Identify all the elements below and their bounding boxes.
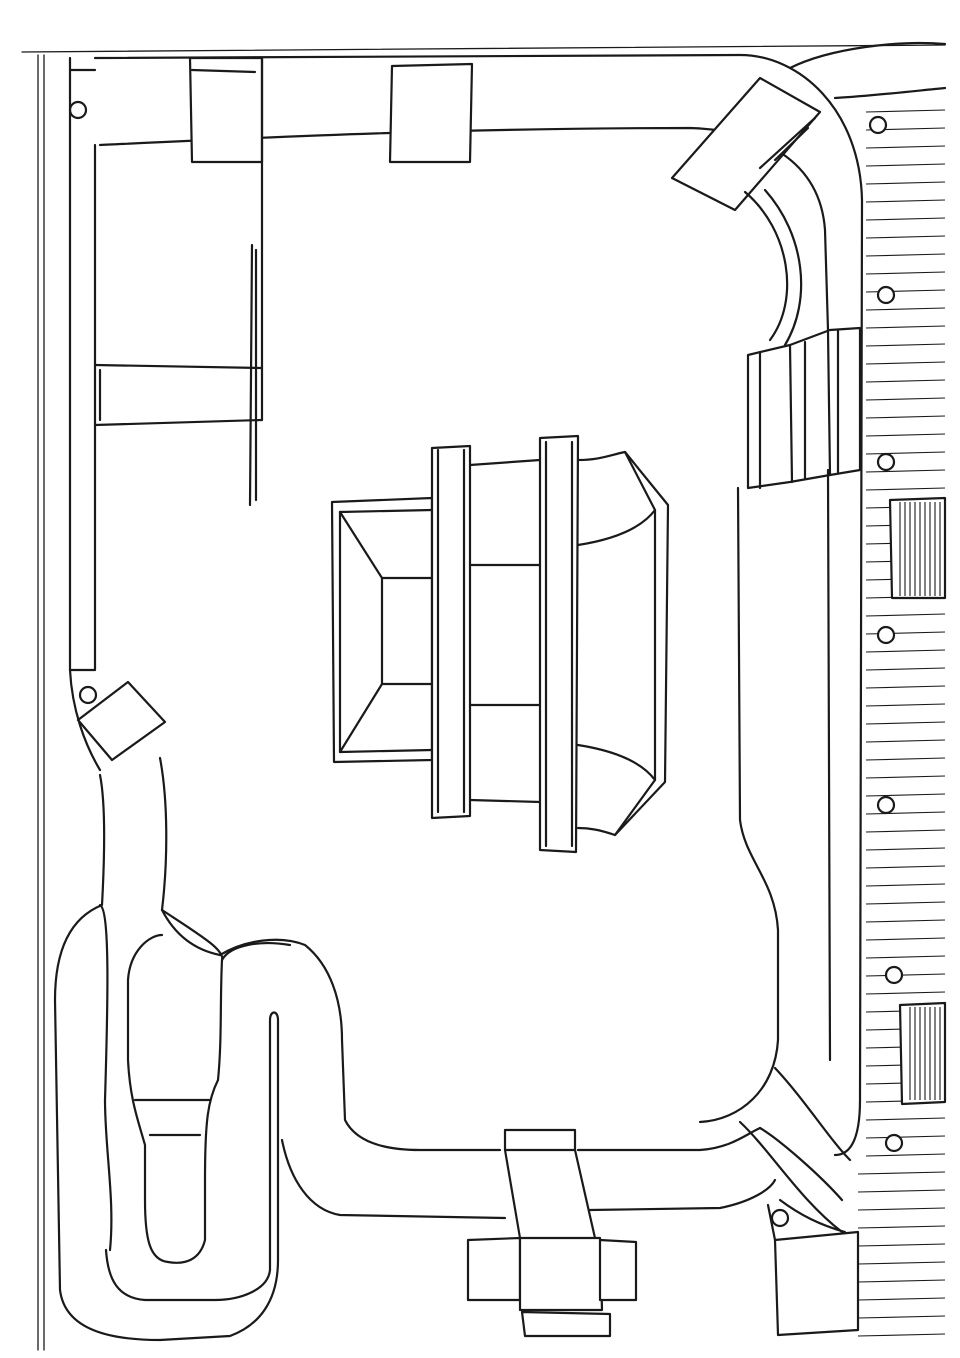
- top-barrier-blocks: [188, 56, 474, 507]
- ramp-plank-line: [865, 1153, 946, 1157]
- ramp-plank-line: [865, 937, 946, 941]
- ramp-plank-line: [857, 1315, 946, 1319]
- ramp-plank-line: [865, 703, 946, 707]
- ramp-plank-line: [857, 1243, 946, 1247]
- ramp-plank-line: [865, 685, 946, 689]
- circle-hole-icon: [868, 115, 888, 135]
- ramp-plank-line: [865, 847, 946, 851]
- ramp-plank-line: [865, 199, 946, 203]
- ramp-plank-line: [865, 973, 946, 977]
- ramp-plank-line: [857, 1279, 946, 1283]
- ramp-plank-line: [857, 1207, 946, 1211]
- circle-hole-icon: [876, 625, 896, 645]
- ramp-plank-line: [865, 451, 946, 455]
- ramp-plank-line: [865, 415, 946, 419]
- ramp-plank-line: [865, 397, 946, 401]
- left-shelf: [93, 363, 264, 427]
- ramp-plank-line: [865, 271, 946, 275]
- ramp-plank-line: [865, 1117, 946, 1121]
- circle-hole-icon: [78, 685, 98, 705]
- circle-hole-icon: [876, 285, 896, 305]
- ramp-plank-line: [865, 1135, 946, 1139]
- ramp-plank-line: [865, 181, 946, 185]
- ramp-plank-line: [857, 1333, 946, 1337]
- ramp-plank-line: [865, 253, 946, 257]
- ramp-plank-line: [865, 469, 946, 473]
- ramp-plank-line: [865, 793, 946, 797]
- ramp-plank-line: [865, 901, 946, 905]
- bottom-track: [466, 1126, 777, 1338]
- right-vertical-track: [698, 468, 832, 1124]
- ramp-plank-line: [865, 235, 946, 239]
- ramp-plank-line: [865, 361, 946, 365]
- ramp-plank-line: [865, 163, 946, 167]
- ramp-plank-line: [865, 307, 946, 311]
- left-angled-block: [68, 668, 167, 772]
- ramp-plank-line: [865, 487, 946, 491]
- ramp-plank-line: [865, 145, 946, 149]
- block-hatching: [899, 502, 941, 1100]
- circle-hole-icon: [876, 452, 896, 472]
- ramp-plank-line: [865, 325, 946, 329]
- bottom-right-connector: [738, 1066, 860, 1337]
- circle-hole-icon: [884, 965, 904, 985]
- ramp-plank-line: [857, 1189, 946, 1193]
- ramp-plank-line: [865, 883, 946, 887]
- ramp-plank-line: [865, 811, 946, 815]
- ramp-plank-line: [865, 721, 946, 725]
- central-platform: [330, 434, 670, 854]
- ramp-plank-line: [857, 1261, 946, 1265]
- top-right-curve-ramp: [670, 76, 822, 347]
- ramp-plank-line: [865, 865, 946, 869]
- ramp-plank-line: [865, 217, 946, 221]
- circle-hole-icon: [876, 795, 896, 815]
- paper-frame: [21, 44, 946, 1351]
- bolt-holes: [68, 100, 904, 1228]
- circle-hole-icon: [884, 1133, 904, 1153]
- ramp-plank-line: [865, 109, 946, 113]
- right-stacked-ramps: [746, 326, 862, 490]
- circle-hole-icon: [770, 1208, 790, 1228]
- ramp-plank-line: [865, 955, 946, 959]
- ramp-plank-line: [857, 1171, 946, 1175]
- ramp-plank-line: [865, 613, 946, 617]
- ramp-plank-line: [865, 757, 946, 761]
- ramp-plank-line: [857, 1297, 946, 1301]
- ramp-plank-line: [865, 991, 946, 995]
- ramp-plank-lines: [857, 109, 946, 1337]
- right-hatched-ramp: [788, 41, 947, 1337]
- ramp-plank-line: [865, 343, 946, 347]
- right-hatched-blocks: [888, 496, 947, 1106]
- ramp-plank-line: [865, 667, 946, 671]
- ramp-plank-line: [865, 829, 946, 833]
- ramp-plank-line: [865, 379, 946, 383]
- serpentine-track: [53, 756, 507, 1342]
- ramp-plank-line: [865, 433, 946, 437]
- ramp-plank-line: [865, 919, 946, 923]
- ramp-plank-line: [857, 1225, 946, 1229]
- ramp-plank-line: [865, 649, 946, 653]
- ramp-plank-line: [865, 739, 946, 743]
- ramp-plank-line: [865, 775, 946, 779]
- circle-hole-icon: [68, 100, 88, 120]
